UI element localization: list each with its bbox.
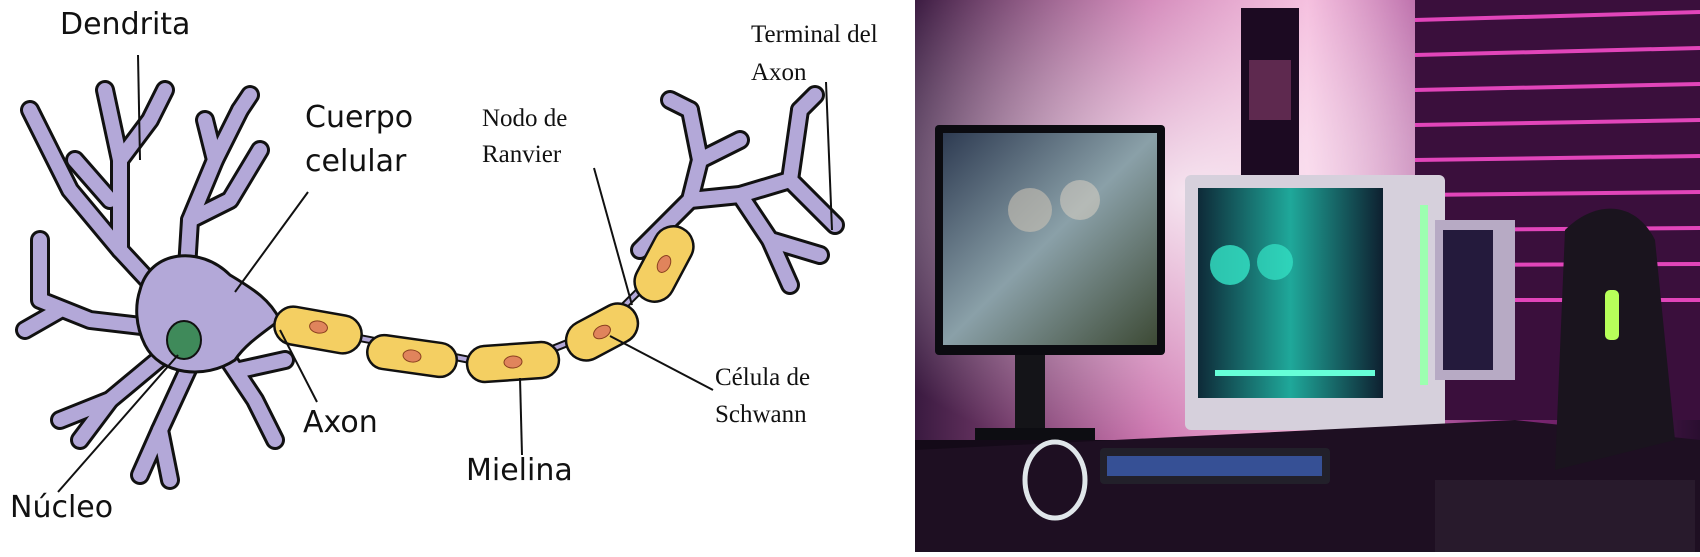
label-terminal-2: Axon	[751, 59, 807, 86]
leader-lines	[57, 54, 833, 493]
schwann-nucleus	[402, 349, 422, 363]
label-ranvier-2: Ranvier	[482, 141, 562, 168]
cell-body	[135, 254, 282, 374]
pc-tower	[1185, 175, 1445, 430]
label-myelin: Mielina	[466, 453, 573, 488]
label-ranvier-1: Nodo de	[482, 105, 567, 132]
myelin-sheaths	[273, 225, 695, 384]
label-schwann-2: Schwann	[715, 401, 807, 428]
schwann-nucleus	[503, 355, 523, 369]
label-terminal-1: Terminal del	[751, 21, 878, 48]
label-cell-body-1: Cuerpo	[305, 100, 413, 135]
dendrites	[15, 80, 845, 490]
gaming-chair	[1435, 208, 1695, 552]
gaming-setup-photo	[915, 0, 1700, 552]
schwann-nucleus	[656, 255, 672, 273]
neuron-diagram: Dendrita Cuerpo celular Núcleo Axon Miel…	[10, 7, 878, 525]
headset	[1022, 439, 1088, 521]
schwann-nucleus	[309, 320, 328, 334]
monitor-screen	[943, 133, 1157, 345]
neuron-illustration: Dendrita Cuerpo celular Núcleo Axon Miel…	[10, 7, 878, 525]
label-cell-body-2: celular	[305, 144, 407, 179]
label-axon: Axon	[303, 405, 378, 440]
label-schwann-1: Célula de	[715, 364, 810, 391]
monitor	[935, 125, 1165, 440]
pc-glass-panel	[1198, 188, 1383, 398]
nucleus	[166, 320, 202, 360]
gaming-setup-illustration	[915, 0, 1700, 552]
label-dendrite: Dendrita	[60, 7, 190, 42]
label-nucleus: Núcleo	[10, 490, 113, 525]
schwann-nucleus	[593, 324, 611, 340]
